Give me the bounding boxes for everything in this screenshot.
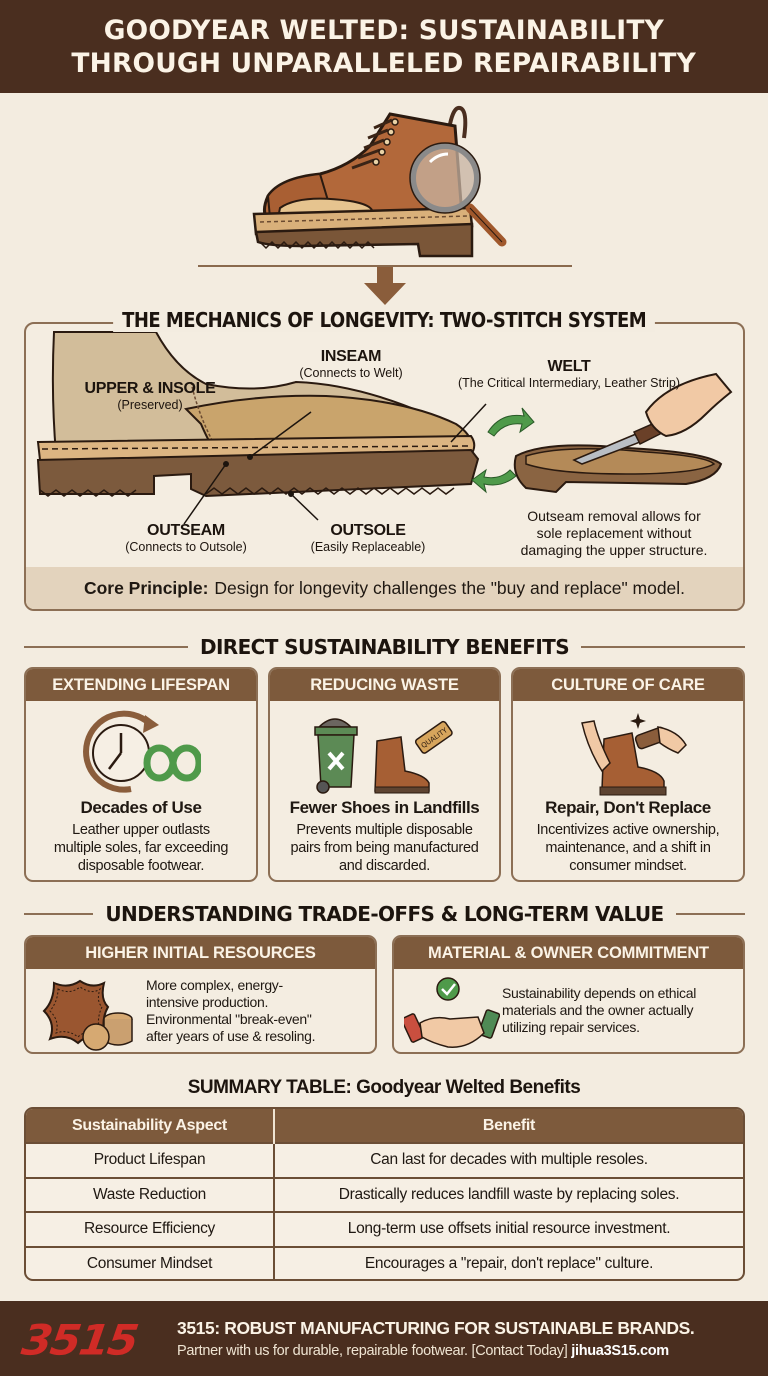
summary-table: Sustainability Aspect Benefit Product Li…: [24, 1107, 745, 1281]
column-header-aspect: Sustainability Aspect: [26, 1109, 274, 1143]
table-row: Consumer Mindset Encourages a "repair, d…: [26, 1245, 743, 1279]
tradeoff-card-commitment: MATERIAL & OWNER COMMITMENT Sustainabili…: [392, 935, 745, 1054]
label-inseam: INSEAM (Connects to Welt): [299, 348, 403, 380]
label-welt: WELT (The Critical Intermediary, Leather…: [457, 358, 681, 390]
removal-note: Outseam removal allows for sole replacem…: [520, 508, 708, 558]
core-principle: Core Principle: Design for longevity cha…: [26, 567, 743, 609]
table-row: Resource Efficiency Long-term use offset…: [26, 1211, 743, 1247]
benefits-heading: DIRECT SUSTAINABILITY BENEFITS: [24, 633, 745, 661]
clock-infinity-icon: [83, 710, 201, 793]
summary-title: SUMMARY TABLE: Goodyear Welted Benefits: [187, 1077, 581, 1098]
page-title-line-2: THROUGH UNPARALLELED REPAIRABILITY: [71, 47, 697, 79]
handshake-check-icon: [404, 977, 500, 1048]
label-outsole: OUTSOLE (Easily Replaceable): [310, 522, 426, 554]
welt-construction-diagram: [36, 331, 733, 525]
label-outseam: OUTSEAM (Connects to Outsole): [125, 522, 247, 554]
tradeoffs-heading: UNDERSTANDING TRADE-OFFS & LONG-TERM VAL…: [24, 900, 745, 928]
column-header-benefit: Benefit: [273, 1109, 743, 1143]
footer: 3515 3515: ROBUST MANUFACTURING FOR SUST…: [0, 1301, 768, 1376]
page-header: GOODYEAR WELTED: SUSTAINABILITY THROUGH …: [0, 0, 768, 93]
replace-arrows-icon: [471, 407, 535, 494]
benefit-card-waste: REDUCING WASTE QUALITY Fewer Shoes in La…: [268, 667, 501, 882]
arrow-down-icon: [364, 267, 406, 305]
table-row: Product Lifespan Can last for decades wi…: [26, 1142, 743, 1178]
footer-tagline: Partner with us for durable, repairable …: [177, 1343, 669, 1359]
page-title-line-1: GOODYEAR WELTED: SUSTAINABILITY: [103, 14, 665, 46]
footer-headline: 3515: ROBUST MANUFACTURING FOR SUSTAINAB…: [177, 1318, 695, 1338]
brand-logo: 3515: [18, 1316, 140, 1365]
benefit-card-lifespan: EXTENDING LIFESPAN Decades of Use Leathe…: [24, 667, 258, 882]
trash-bin-boot-icon: QUALITY: [313, 718, 453, 794]
magnifying-glass-icon: [409, 142, 507, 247]
tradeoff-card-resources: HIGHER INITIAL RESOURCES More complex, e…: [24, 935, 377, 1054]
label-upper-insole: UPPER & INSOLE (Preserved): [84, 380, 216, 412]
table-row: Waste Reduction Drastically reduces land…: [26, 1176, 743, 1212]
leather-hide-cork-icon: [42, 979, 133, 1051]
mechanics-title: THE MECHANICS OF LONGEVITY: TWO-STITCH S…: [0, 308, 768, 332]
boot-brushing-icon: [581, 713, 687, 796]
benefit-card-care: CULTURE OF CARE Repair, Don't Replace In…: [511, 667, 745, 882]
boot-icon: [252, 105, 507, 258]
mechanics-panel: UPPER & INSOLE (Preserved) INSEAM (Conne…: [24, 322, 745, 611]
website-link[interactable]: jihua3S15.com: [571, 1343, 669, 1359]
divider: [198, 265, 572, 267]
